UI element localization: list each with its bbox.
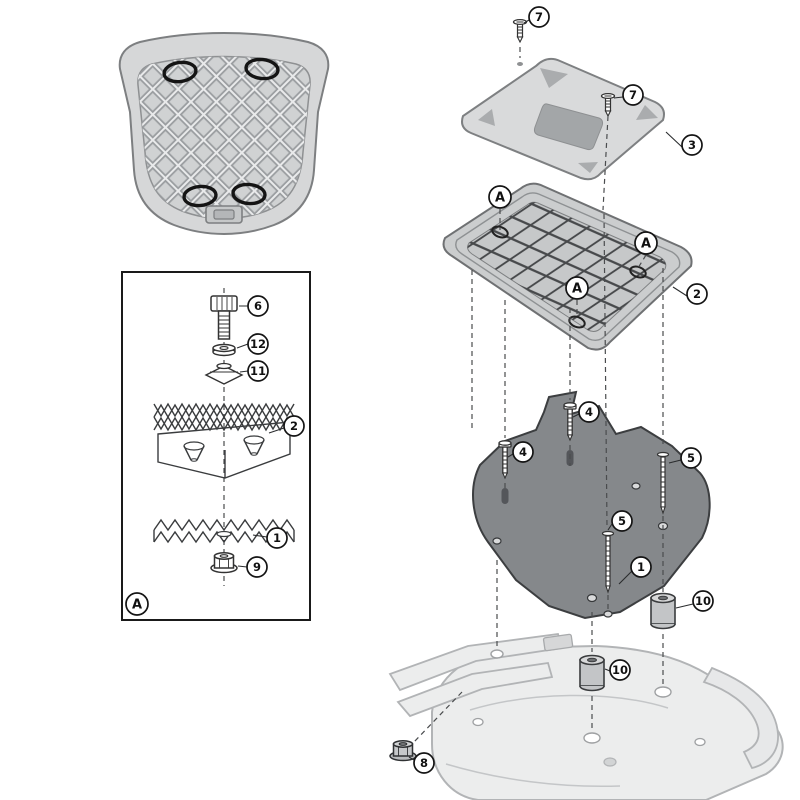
lattice-section-2 [153,403,295,479]
callout-7: 7 [622,84,644,106]
callout-label: A [132,598,142,613]
callout-1: 1 [266,527,288,549]
callout-5: 5 [680,447,702,469]
callout-label: 7 [629,88,637,102]
plate-top-view [118,32,330,235]
callout-label: 2 [290,419,298,433]
washer-12 [212,343,236,357]
nut-8 [389,740,417,762]
plate-grid-lattice [137,56,311,219]
callout-label: 4 [585,405,593,419]
damper-11 [204,362,244,385]
callout-label: 3 [688,138,696,152]
callout-label: A [641,237,651,252]
callout-label: 12 [250,337,266,351]
callout-11: 11 [247,360,269,382]
exploded-view [388,18,784,800]
callout-4: 4 [578,401,600,423]
callouts: 7 7 3 A A A 2 4 4 5 5 1 10 10 8 6 12 11 … [125,6,714,774]
mount-hole [162,60,198,84]
callout-label: 11 [250,364,266,378]
damper-seat [491,225,509,239]
detail-box [121,271,311,621]
callout-label: 10 [612,663,628,677]
base-strip-1 [153,518,295,544]
callout-10: 10 [692,590,714,612]
rack-hole [490,649,504,659]
latch-slot-inner [213,209,235,220]
bracket-hole [603,610,613,618]
damper-seat [629,265,647,279]
bracket-slot [501,488,509,504]
callout-label: 7 [535,10,543,24]
bracket-1 [472,390,711,620]
callout-A-box: A [125,592,149,616]
callout-8: 8 [413,752,435,774]
spacer-10-a [650,592,676,630]
callout-2: 2 [686,283,708,305]
cover-plate-3 [461,57,665,181]
mount-hole [231,182,267,206]
callout-2: 2 [283,415,305,437]
mounting-plate-2 [442,182,693,351]
callout-label: 2 [693,287,701,301]
callout-7: 7 [528,6,550,28]
spacer-10-b [579,654,605,692]
callout-1: 1 [630,556,652,578]
callout-label: 8 [420,756,428,770]
callout-label: 10 [695,594,711,608]
callout-12: 12 [247,333,269,355]
callout-9: 9 [246,556,268,578]
callout-label: A [572,282,582,297]
callout-label: 5 [618,514,626,528]
mount-hole [182,184,218,208]
callout-label: 4 [519,445,527,459]
leader-lines [236,19,694,761]
rack-hole [694,737,706,747]
callout-label: 1 [273,531,281,545]
rack-hole [583,732,601,744]
callout-A: A [565,276,589,300]
callout-10: 10 [609,659,631,681]
callout-A: A [488,185,512,209]
rack-hole [472,717,484,727]
callout-5: 5 [611,510,633,532]
bracket-hole [492,537,502,545]
callout-label: 6 [254,299,262,313]
bracket-hole [631,482,641,490]
rack-hole [654,686,672,698]
callout-A: A [634,231,658,255]
callout-label: 1 [637,560,645,574]
callout-label: A [495,191,505,206]
bracket-hole [586,593,598,603]
assembly-axis-lines [413,47,664,743]
nut-9 [210,552,238,574]
screw-6 [210,295,238,340]
mount-hole [244,57,280,81]
rear-rack [388,633,784,800]
callout-label: 5 [687,451,695,465]
callout-4: 4 [512,441,534,463]
callout-6: 6 [247,295,269,317]
callout-3: 3 [681,134,703,156]
callout-label: 9 [253,560,261,574]
